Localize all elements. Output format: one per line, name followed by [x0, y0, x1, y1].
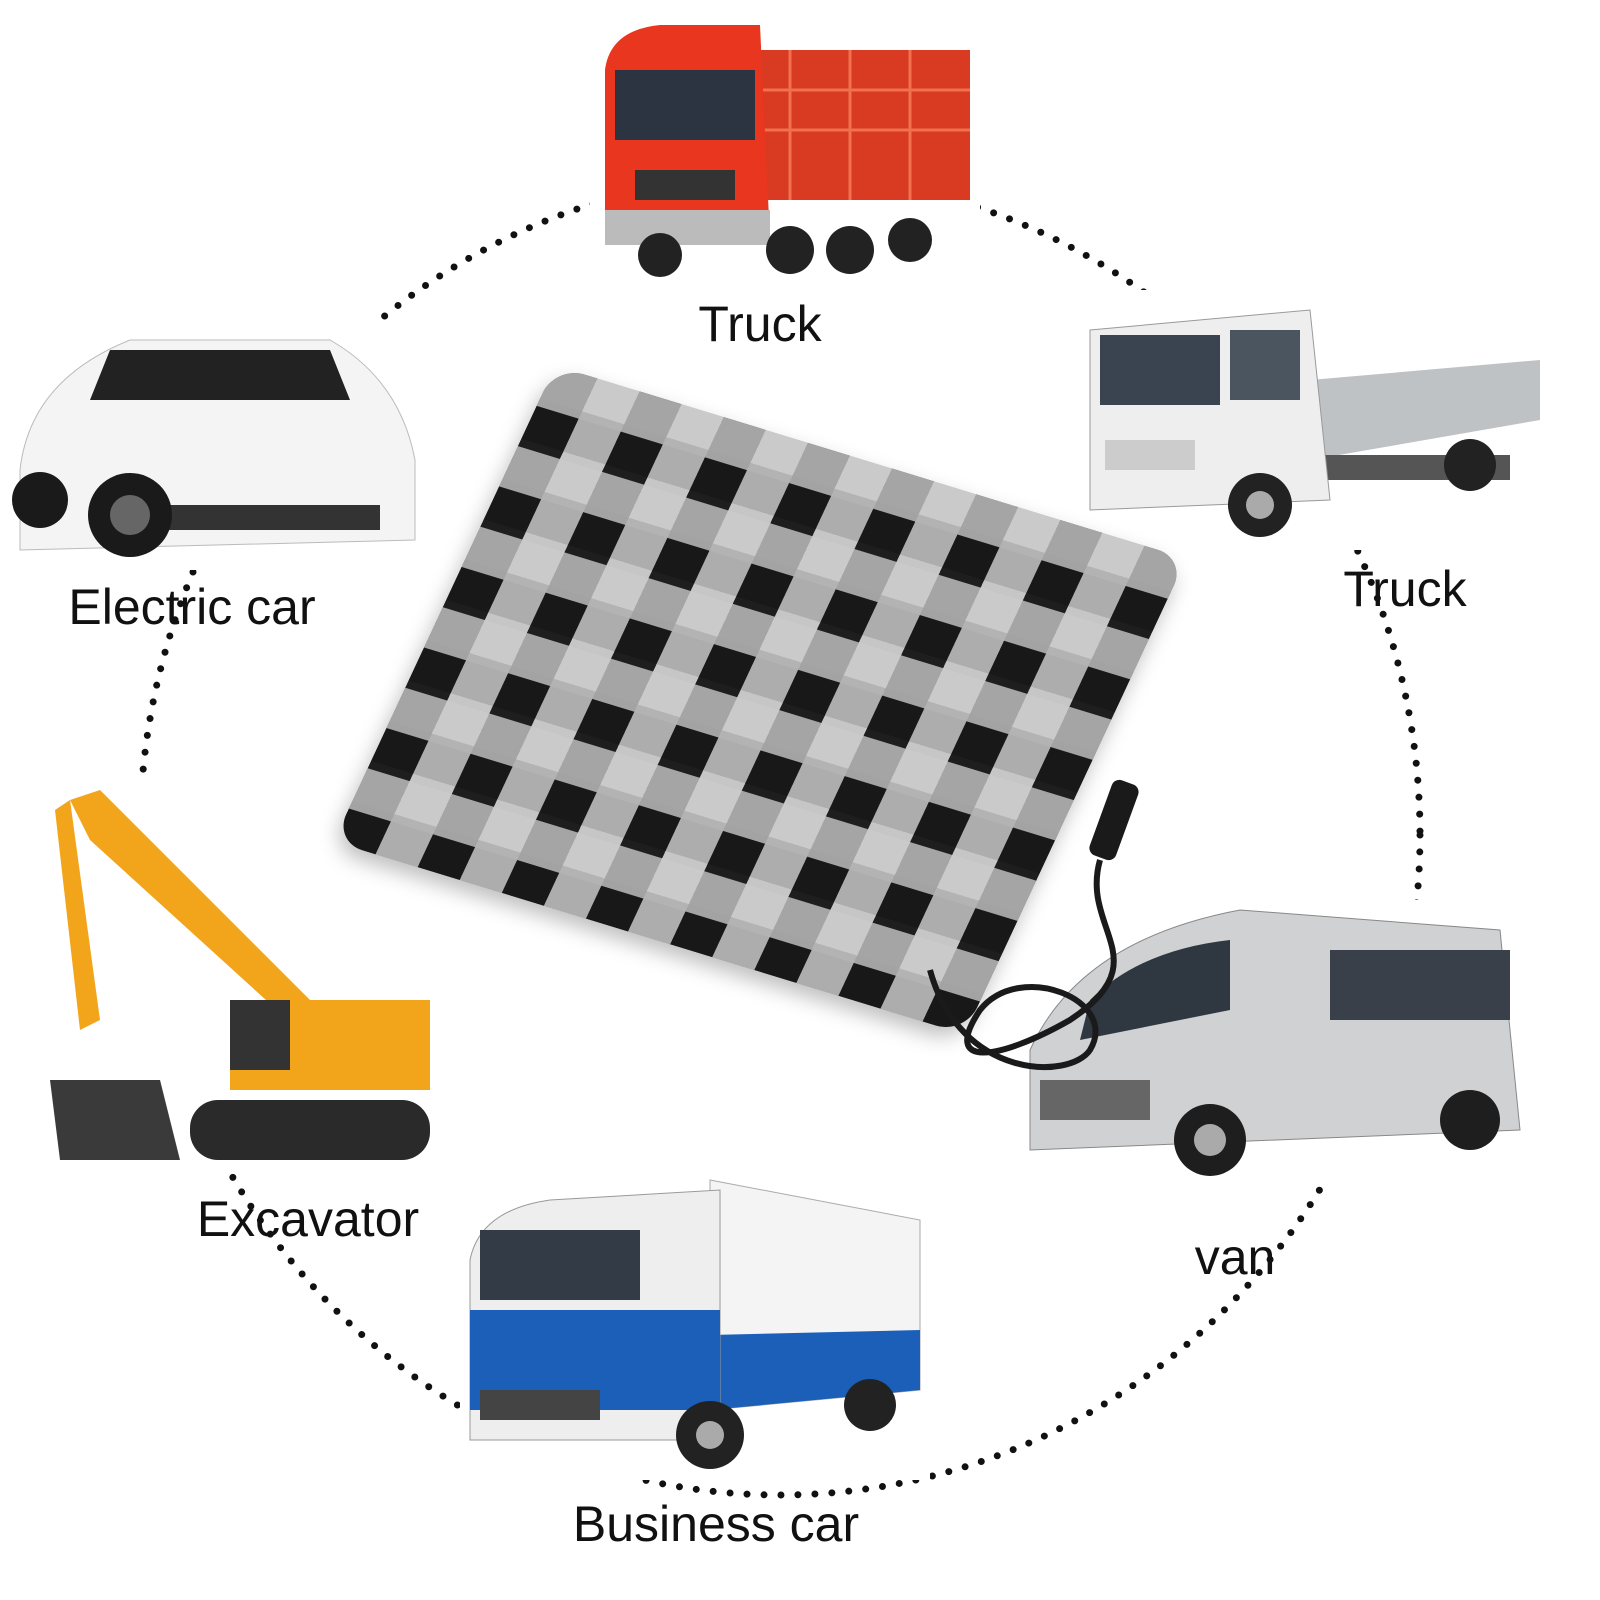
label-business-car: Business car [572, 1496, 860, 1552]
electric-car-image [10, 320, 420, 570]
label-excavator: Excavator [196, 1191, 420, 1247]
label-electric-car: Electric car [68, 579, 316, 635]
label-truck-top: Truck [698, 296, 822, 352]
label-truck-right: Truck [1343, 561, 1467, 617]
label-van: van [1194, 1229, 1276, 1285]
van-image [1000, 900, 1540, 1180]
power-cord-plug-icon [927, 779, 1139, 1071]
white-truck-image [1070, 290, 1550, 550]
red-truck-image [590, 10, 980, 280]
business-truck-image [460, 1160, 930, 1480]
